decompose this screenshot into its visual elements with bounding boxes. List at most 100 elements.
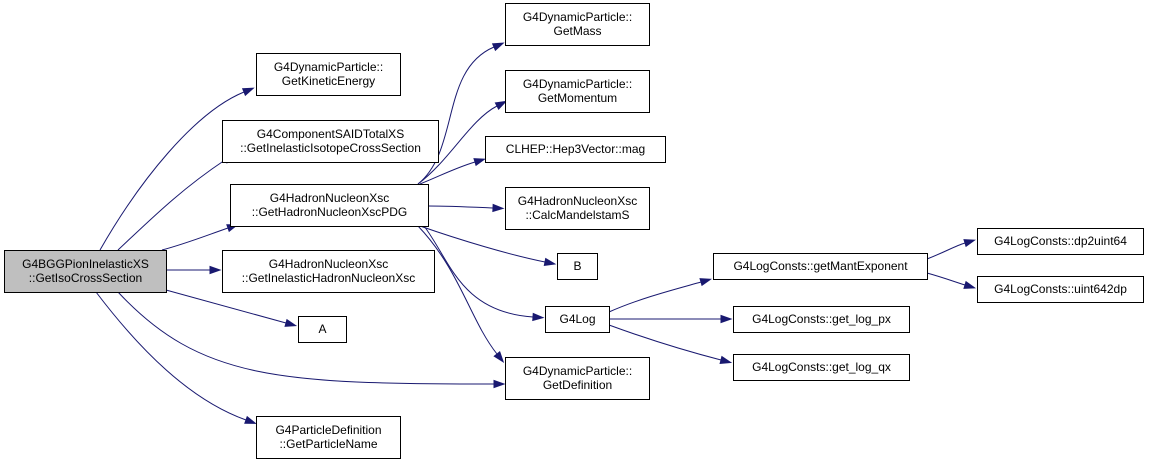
edge-n14-n17 <box>926 239 977 260</box>
node-g4componentsaidtotalxs-getinelasticisotopecrosssection[interactable]: G4ComponentSAIDTotalXS::GetInelasticIsot… <box>222 120 439 163</box>
node-label: G4DynamicParticle:: <box>274 60 383 74</box>
node-box <box>713 253 928 280</box>
node-g4hadronnucleonxsc-gethadronnucleonxscpdg[interactable]: G4HadronNucleonXsc::GetHadronNucleonXscP… <box>230 184 429 227</box>
edge-line <box>117 159 226 251</box>
edge-line <box>419 161 476 185</box>
edge-arrowhead <box>473 158 487 167</box>
node-label: CLHEP::Hep3Vector::mag <box>506 142 645 156</box>
edge-n14-n18 <box>926 272 977 289</box>
node-label: G4HadronNucleonXsc <box>269 257 388 271</box>
node-label: ::CalcMandelstamS <box>525 208 629 222</box>
node-g4dynamicparticle-getmomentum[interactable]: G4DynamicParticle::GetMomentum <box>505 70 650 113</box>
edge-n3-n12 <box>423 225 545 322</box>
edge-line <box>117 291 495 385</box>
node-label: G4LogConsts::get_log_px <box>752 312 891 326</box>
node-label: G4DynamicParticle:: <box>523 364 632 378</box>
edge-arrowhead <box>963 239 977 248</box>
node-clhep-hep3vector-mag[interactable]: CLHEP::Hep3Vector::mag <box>485 136 666 163</box>
node-g4hadronnucleonxsc-calcmandelstams[interactable]: G4HadronNucleonXsc::CalcMandelstamS <box>505 187 650 230</box>
edge-arrowhead <box>492 203 505 213</box>
edge-line <box>99 91 245 251</box>
edge-n3-n10 <box>427 203 505 213</box>
node-box <box>256 53 401 96</box>
node-label: G4DynamicParticle:: <box>523 10 632 24</box>
node-box <box>505 70 650 113</box>
edge-arrowhead <box>491 42 505 52</box>
node-label: G4LogConsts::getMantExponent <box>733 259 908 273</box>
edge-arrowhead <box>209 265 222 275</box>
node-box <box>977 228 1144 255</box>
node-label: G4LogConsts::get_log_qx <box>752 360 891 374</box>
node-label: G4BGGPionInelasticXS <box>22 257 149 271</box>
node-b[interactable]: B <box>557 253 598 280</box>
node-g4logconsts-dp2uint64[interactable]: G4LogConsts::dp2uint64 <box>977 228 1144 255</box>
node-g4logconsts-uint642dp[interactable]: G4LogConsts::uint642dp <box>977 276 1144 303</box>
node-box <box>222 120 439 163</box>
edge-arrowhead <box>493 350 505 364</box>
edge-line <box>608 324 722 361</box>
node-a[interactable]: A <box>298 316 347 343</box>
edge-arrowhead <box>543 257 557 267</box>
node-g4dynamicparticle-getdefinition[interactable]: G4DynamicParticle::GetDefinition <box>505 357 650 400</box>
edge-arrowhead <box>493 379 506 389</box>
edge-line <box>423 225 534 318</box>
node-g4dynamicparticle-getkineticenergy[interactable]: G4DynamicParticle::GetKineticEnergy <box>256 53 401 96</box>
node-box <box>505 3 650 46</box>
node-box <box>4 250 167 293</box>
edge-n3-n7 <box>417 42 505 185</box>
edge-n0-n5 <box>165 289 298 327</box>
node-label: ::GetParticleName <box>279 437 377 451</box>
node-label: ::GetIsoCrossSection <box>29 271 142 285</box>
edge-arrowhead <box>494 100 508 110</box>
edge-n0-n2 <box>117 153 235 251</box>
node-box <box>505 357 650 400</box>
node-label: GetMass <box>553 24 601 38</box>
node-label: ::GetInelasticIsotopeCrossSection <box>240 141 421 155</box>
edge-n0-n13 <box>117 291 506 389</box>
edge-line <box>417 46 495 185</box>
node-g4particledefinition-getparticlename[interactable]: G4ParticleDefinition::GetParticleName <box>256 416 401 459</box>
node-g4log[interactable]: G4Log <box>545 306 610 333</box>
node-label: GetDefinition <box>543 378 612 392</box>
node-label: ::GetInelasticHadronNucleonXsc <box>242 271 415 285</box>
edge-line <box>417 225 498 355</box>
node-g4bggpioninelasticxs-getisocrosssection[interactable]: G4BGGPionInelasticXS::GetIsoCrossSection <box>4 250 167 293</box>
node-box <box>298 316 347 343</box>
node-label: GetMomentum <box>538 91 617 105</box>
node-box <box>505 187 650 230</box>
edge-n0-n4 <box>166 265 222 275</box>
edge-line <box>165 289 287 324</box>
edge-arrowhead <box>532 312 545 322</box>
node-box <box>230 184 429 227</box>
edge-line <box>926 272 966 286</box>
edge-line <box>417 105 498 185</box>
node-g4logconsts-get-log-qx[interactable]: G4LogConsts::get_log_qx <box>733 354 910 381</box>
edge-n0-n3 <box>161 224 239 251</box>
edge-arrowhead <box>241 87 255 97</box>
node-g4hadronnucleonxsc-getinelastichadronnucleonxsc[interactable]: G4HadronNucleonXsc::GetInelasticHadronNu… <box>222 250 435 293</box>
edge-n0-n6 <box>95 291 257 424</box>
node-g4logconsts-getmantexponent[interactable]: G4LogConsts::getMantExponent <box>713 253 928 280</box>
edge-arrowhead <box>284 318 298 327</box>
node-label: G4ParticleDefinition <box>275 423 381 437</box>
node-label: GetKineticEnergy <box>282 74 375 88</box>
node-label: G4LogConsts::uint642dp <box>994 282 1127 296</box>
node-g4dynamicparticle-getmass[interactable]: G4DynamicParticle::GetMass <box>505 3 650 46</box>
edge-arrowhead <box>719 355 733 364</box>
nodes-layer: G4BGGPionInelasticXS::GetIsoCrossSection… <box>4 3 1144 459</box>
node-g4logconsts-get-log-px[interactable]: G4LogConsts::get_log_px <box>733 306 910 333</box>
node-label: G4DynamicParticle:: <box>523 77 632 91</box>
node-label: G4HadronNucleonXsc <box>518 194 637 208</box>
edge-n3-n8 <box>417 100 508 185</box>
node-box <box>557 253 598 280</box>
edge-n12-n16 <box>608 324 733 364</box>
edge-n3-n11 <box>419 225 557 267</box>
edge-n3-n9 <box>419 158 487 185</box>
edge-n12-n14 <box>608 278 713 313</box>
edge-arrowhead <box>699 278 713 287</box>
node-box <box>222 250 435 293</box>
node-label: G4ComponentSAIDTotalXS <box>257 127 404 141</box>
edge-arrowhead <box>963 280 977 289</box>
edge-line <box>419 225 546 263</box>
